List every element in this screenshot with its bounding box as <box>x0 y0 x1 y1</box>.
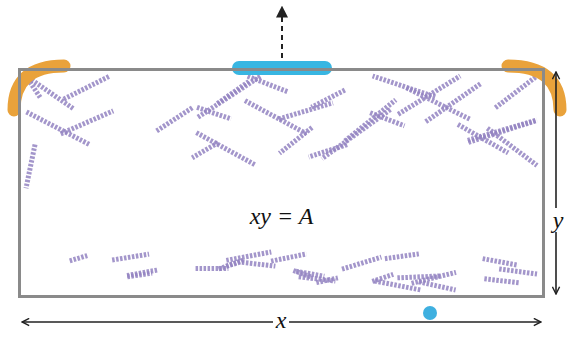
filament <box>26 144 35 188</box>
filament <box>499 269 537 274</box>
filament <box>468 120 537 140</box>
height-dimension <box>555 72 557 294</box>
filament <box>311 90 344 107</box>
filament <box>64 76 110 99</box>
filament <box>112 254 149 260</box>
filament <box>245 101 307 134</box>
filament <box>197 107 231 119</box>
filament <box>385 254 419 259</box>
filament <box>242 262 275 266</box>
filament <box>407 88 470 119</box>
filament <box>271 254 306 261</box>
filament <box>279 128 312 154</box>
force-arrow <box>281 8 283 58</box>
filament <box>458 124 508 152</box>
filament <box>61 111 114 134</box>
filament <box>279 103 333 119</box>
filament <box>192 143 218 158</box>
filament <box>299 277 336 281</box>
filament <box>419 282 456 290</box>
filament <box>375 281 421 290</box>
filament <box>484 279 519 283</box>
filament <box>198 76 261 117</box>
filament <box>342 257 381 269</box>
area-equation: xy = A <box>21 203 542 230</box>
filament <box>70 256 88 261</box>
filament <box>495 76 537 108</box>
filament <box>487 128 537 165</box>
filament <box>127 270 158 276</box>
corner-cap <box>14 66 64 110</box>
filament <box>373 76 436 97</box>
filament <box>468 120 536 142</box>
filament <box>345 100 396 141</box>
filament <box>26 76 73 108</box>
corner-cap <box>508 66 560 110</box>
filament <box>226 252 271 260</box>
marker-dot <box>423 306 437 320</box>
actin-filaments <box>26 76 537 290</box>
filament <box>196 266 229 271</box>
cell-outline: xy = A <box>18 68 545 298</box>
filament <box>157 108 193 131</box>
filament <box>397 276 441 278</box>
filament <box>483 259 518 266</box>
filament <box>426 84 481 122</box>
dimension-label: y <box>550 208 567 232</box>
dimension-label: x <box>273 308 290 332</box>
filament <box>26 112 89 145</box>
